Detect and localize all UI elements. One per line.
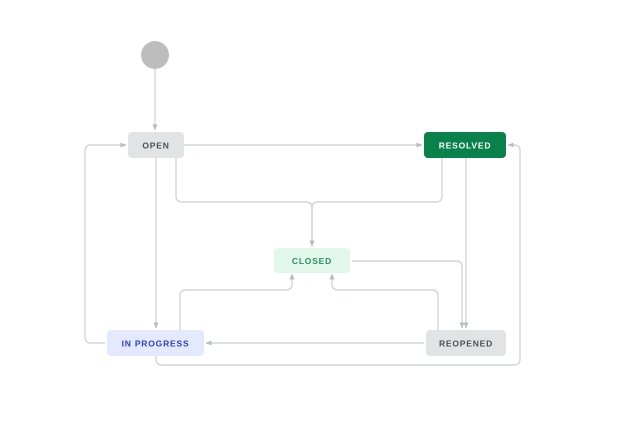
node-reopened-box bbox=[426, 330, 506, 356]
node-open[interactable]: OPEN bbox=[128, 132, 184, 158]
edge-closed-to-reopened[interactable] bbox=[352, 260, 465, 329]
edge-resolved-to-closed[interactable] bbox=[309, 158, 443, 247]
edge-layer bbox=[84, 69, 521, 366]
start-node[interactable] bbox=[141, 41, 169, 69]
node-open-box bbox=[128, 132, 184, 158]
node-reopened[interactable]: REOPENED bbox=[426, 330, 506, 356]
edge-open-to-closed[interactable] bbox=[175, 158, 315, 247]
edge-inprogress-to-open[interactable] bbox=[84, 142, 127, 344]
edge-inprogress-to-closed[interactable] bbox=[179, 273, 295, 330]
node-closed-box bbox=[274, 248, 350, 273]
node-resolved-box bbox=[424, 132, 506, 158]
node-closed[interactable]: CLOSED bbox=[274, 248, 350, 273]
node-resolved[interactable]: RESOLVED bbox=[424, 132, 506, 158]
edge-inprogress-to-resolved[interactable] bbox=[155, 142, 521, 366]
node-in_progress-box bbox=[107, 330, 204, 356]
edge-reopened-to-closed[interactable] bbox=[329, 273, 439, 330]
node-layer: OPEN RESOLVED CLOSED IN PROGRESS REOPENED bbox=[107, 41, 506, 356]
node-in_progress[interactable]: IN PROGRESS bbox=[107, 330, 204, 356]
